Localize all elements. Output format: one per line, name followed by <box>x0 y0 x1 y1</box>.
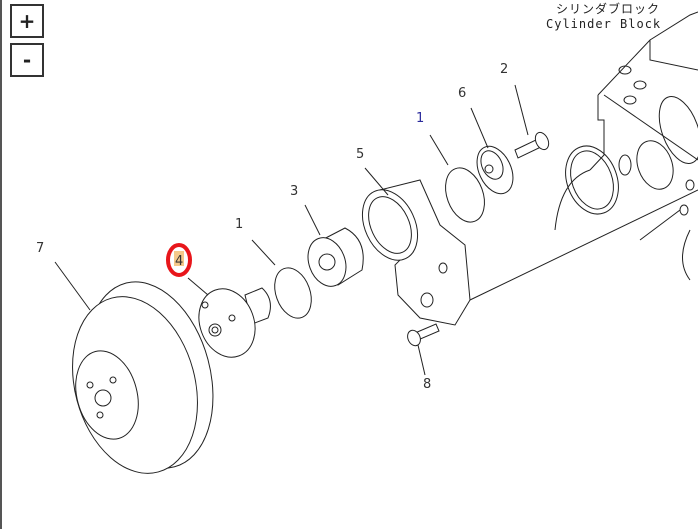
window-edge <box>0 0 2 529</box>
part-2-bolt <box>514 131 550 159</box>
title-english: Cylinder Block <box>546 17 661 31</box>
part-6-plug <box>476 145 514 195</box>
part-7-pulley <box>72 281 214 474</box>
callout-4-highlight-ring <box>166 243 192 277</box>
part-8-bolt <box>407 323 440 347</box>
cylinder-block-drawing <box>469 11 698 301</box>
callout-1-left[interactable]: 1 <box>235 217 243 232</box>
callout-4-highlight-fill <box>174 251 184 266</box>
part-1-snap-ring-left <box>274 267 312 319</box>
part-3-bearing <box>307 227 364 287</box>
callout-5[interactable]: 5 <box>356 147 364 162</box>
zoom-in-button[interactable]: + <box>10 4 44 38</box>
callout-3[interactable]: 3 <box>290 184 298 199</box>
callout-8[interactable]: 8 <box>423 377 431 392</box>
callout-4[interactable]: 4 <box>175 254 183 269</box>
part-1-snap-ring-right <box>445 167 485 223</box>
callout-7[interactable]: 7 <box>36 241 44 256</box>
part-5-bracket <box>361 179 471 326</box>
callout-6[interactable]: 6 <box>458 86 466 101</box>
part-4-hub <box>198 287 271 358</box>
title-japanese: シリンダブロック <box>556 1 660 16</box>
leader-lines <box>54 84 529 376</box>
callout-2[interactable]: 2 <box>500 62 508 77</box>
callout-1-right[interactable]: 1 <box>416 111 424 126</box>
zoom-out-button[interactable]: - <box>10 43 44 77</box>
